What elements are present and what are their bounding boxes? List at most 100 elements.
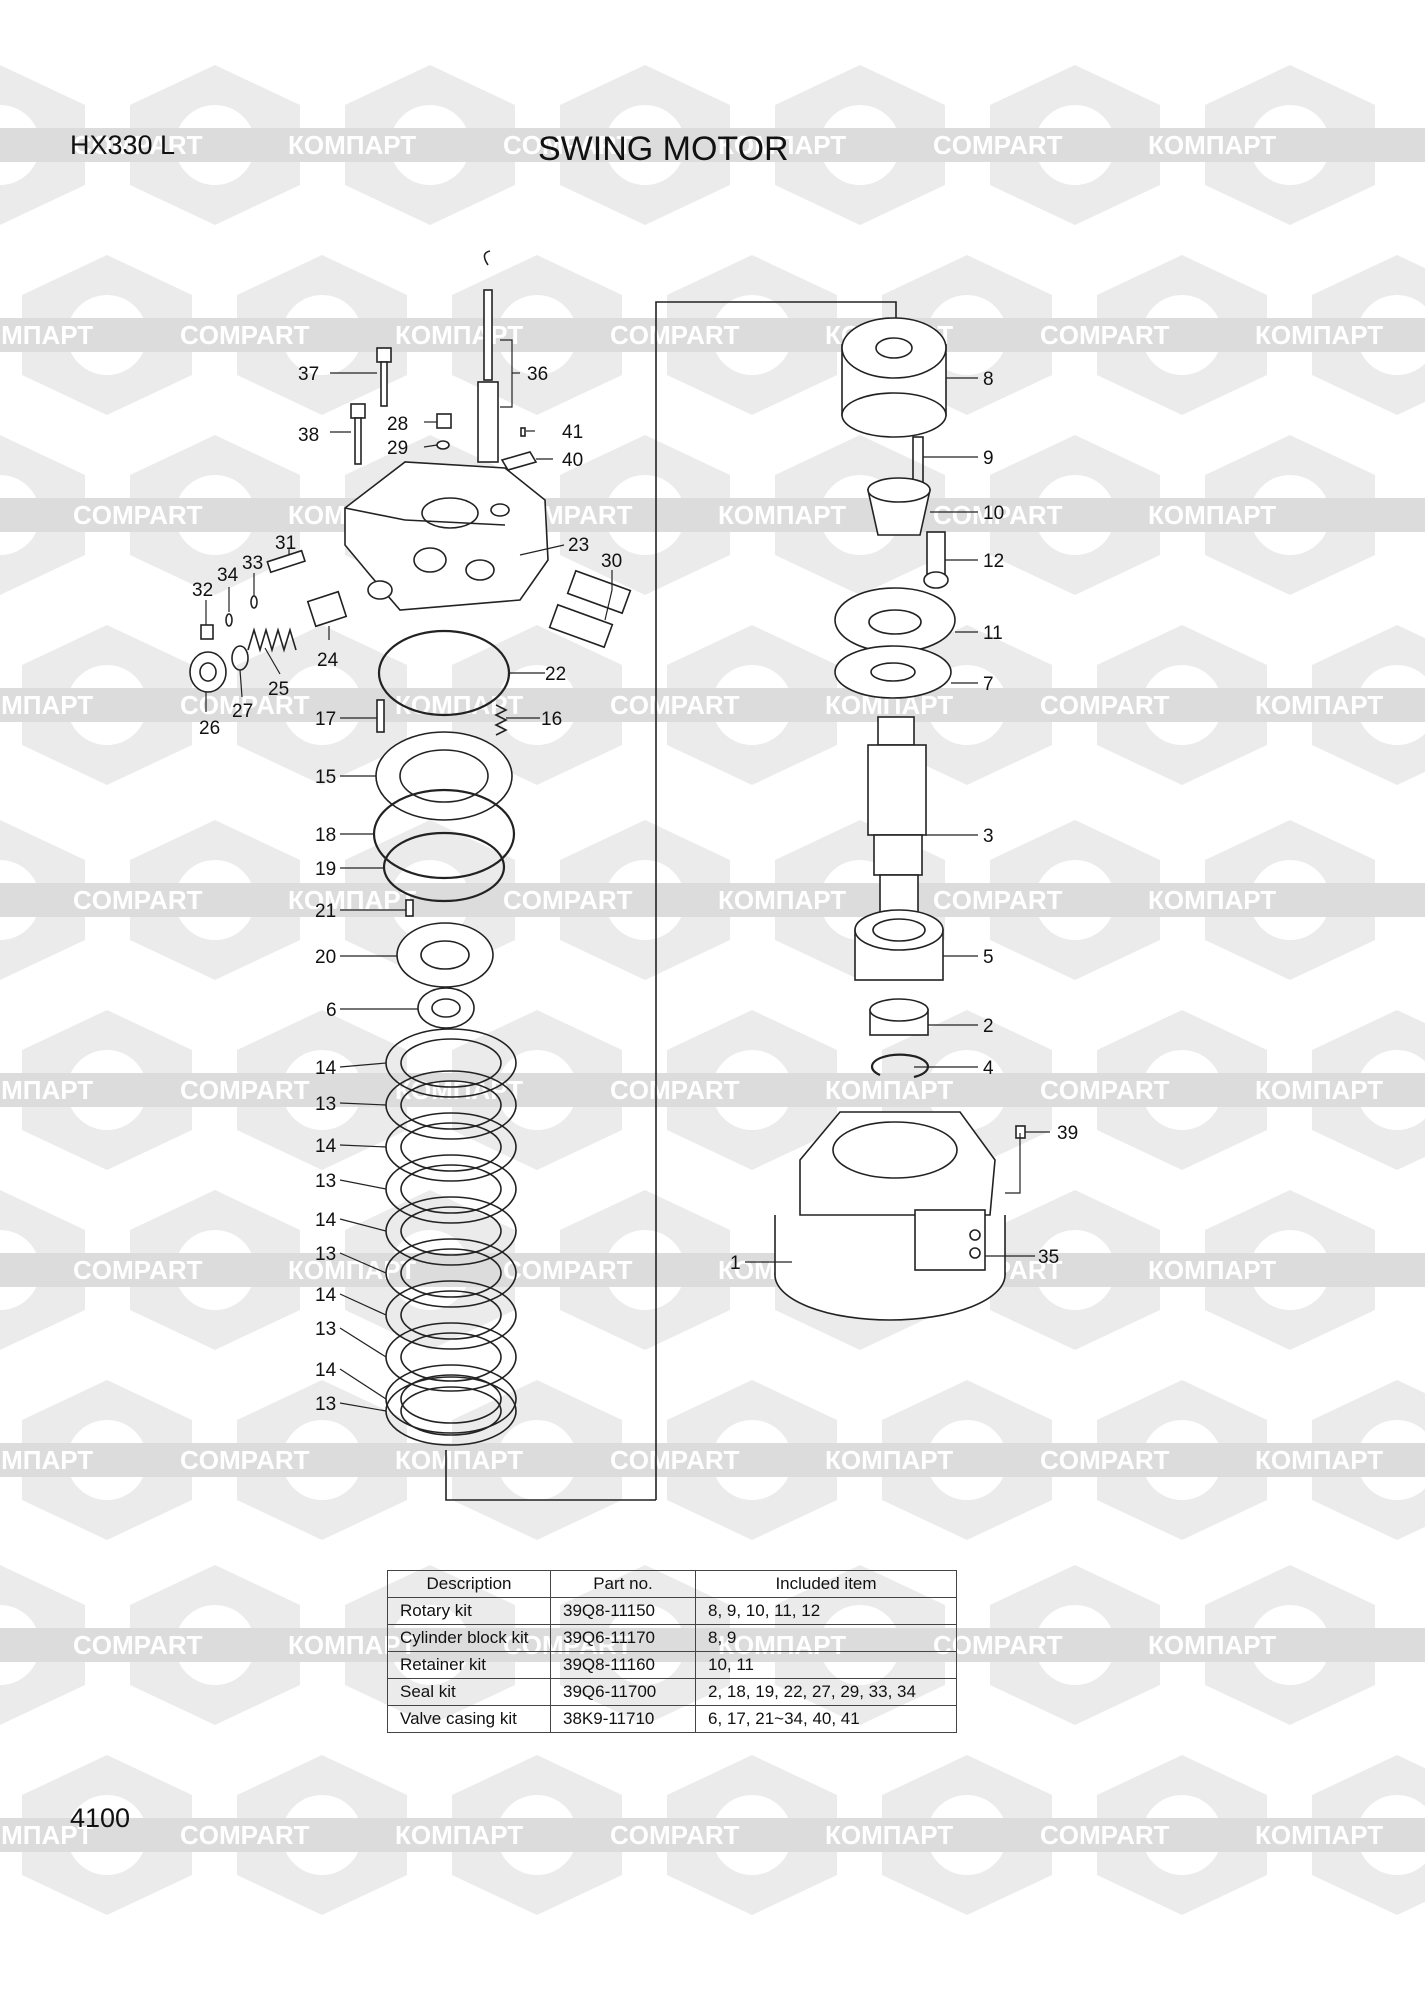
callout-33: 33 [242, 553, 263, 574]
callout-21: 21 [315, 901, 336, 922]
watermark-text: COMPART [180, 1075, 310, 1105]
callout-1: 1 [730, 1253, 741, 1274]
sleeve-24 [306, 590, 348, 628]
watermark-text: КОМПАРТ [1148, 1255, 1276, 1285]
callout-22: 22 [545, 664, 566, 685]
watermark-text: COMPART [1040, 1820, 1170, 1850]
kit-part-no: 38K9-11710 [550, 1705, 696, 1733]
kit-part-no: 39Q6-11700 [550, 1678, 696, 1706]
watermark-text: КОМПАРТ [1255, 1445, 1383, 1475]
bolt-38 [350, 403, 366, 465]
callout-9: 9 [983, 448, 994, 469]
callout-4: 4 [983, 1058, 994, 1079]
header-description: Description [387, 1570, 551, 1598]
callout-40: 40 [562, 450, 583, 471]
callout-27: 27 [232, 701, 253, 722]
bolt-37 [376, 347, 392, 407]
callout-8: 8 [983, 369, 994, 390]
watermark-text: COMPART [933, 130, 1063, 160]
kit-description: Retainer kit [387, 1651, 551, 1679]
watermark-text: COMPART [73, 1630, 203, 1660]
kit-table: Description Part no. Included item Rotar… [387, 1570, 957, 1733]
callout-34: 34 [217, 565, 239, 586]
model-code: HX330 L [70, 130, 176, 160]
watermark-text: COMPART [1040, 1075, 1170, 1105]
collar-2 [869, 998, 929, 1036]
watermark-text: COMPART [503, 1255, 633, 1285]
cylinder-block-8 [841, 317, 947, 438]
table-row: Valve casing kit 38K9-11710 6, 17, 21~34… [387, 1705, 957, 1733]
watermark-text: КОМПАРТ [825, 1445, 953, 1475]
plate-20 [396, 922, 494, 988]
watermark-text: COMPART [610, 690, 740, 720]
callout-41: 41 [562, 422, 583, 443]
watermark-text: КОМПАРТ [395, 1820, 523, 1850]
callout-10: 10 [983, 503, 1004, 524]
plate-40 [500, 451, 538, 471]
callout-26: 26 [199, 718, 220, 739]
watermark-text: КОМПАРТ [1148, 130, 1276, 160]
watermark-text: COMPART [610, 320, 740, 350]
swash-plate-7 [834, 645, 952, 699]
callout-29: 29 [387, 438, 408, 459]
callout-14: 14 [315, 1210, 337, 1231]
watermark-text: COMPART [180, 690, 310, 720]
callout-7: 7 [983, 674, 994, 695]
friction-plate-stack [385, 1028, 517, 1446]
cap-26 [189, 651, 227, 693]
callout-17: 17 [315, 709, 336, 730]
callout-16: 16 [541, 709, 562, 730]
table-row: Retainer kit 39Q8-11160 10, 11 [387, 1651, 957, 1679]
watermark-text: КОМПАРТ [1255, 1075, 1383, 1105]
pin-21 [405, 899, 414, 917]
valve-casing [344, 461, 549, 611]
bearing-6 [417, 987, 475, 1029]
watermark-text: КОМПАРТ [718, 500, 846, 530]
page-number: 4100 [70, 1803, 131, 1833]
callout-18: 18 [315, 825, 336, 846]
callout-14: 14 [315, 1136, 337, 1157]
watermark-text: COMPART [180, 320, 310, 350]
watermark-text: КОМПАРТ [0, 1820, 93, 1850]
watermark-text: КОМПАРТ [0, 690, 93, 720]
callout-31: 31 [275, 533, 296, 554]
casing-1 [774, 1111, 1006, 1321]
watermark-text: КОМПАРТ [825, 1075, 953, 1105]
watermark-text: COMPART [73, 130, 203, 160]
pin-17 [376, 699, 385, 733]
kit-table-header-row: Description Part no. Included item [387, 1570, 957, 1598]
drive-shaft-3 [867, 716, 927, 916]
watermark-text: COMPART [73, 500, 203, 530]
watermark-text: КОМПАРТ [1255, 320, 1383, 350]
watermark-text: КОМПАРТ [0, 1445, 93, 1475]
table-row: Seal kit 39Q6-11700 2, 18, 19, 22, 27, 2… [387, 1678, 957, 1706]
callout-14: 14 [315, 1360, 337, 1381]
watermark-text: COMPART [933, 500, 1063, 530]
kit-description: Valve casing kit [387, 1705, 551, 1733]
watermark-text: COMPART [610, 1075, 740, 1105]
watermark-text: КОМПАРТ [1255, 1820, 1383, 1850]
callout-13: 13 [315, 1171, 336, 1192]
callout-11: 11 [983, 623, 1003, 644]
ball-guide-12 [923, 531, 949, 589]
kit-included-items: 6, 17, 21~34, 40, 41 [695, 1705, 957, 1733]
watermark-text: КОМПАРТ [825, 1820, 953, 1850]
watermark-text: COMPART [180, 1445, 310, 1475]
spring-25 [247, 627, 297, 653]
table-row: Cylinder block kit 39Q6-11170 8, 9 [387, 1624, 957, 1652]
callout-5: 5 [983, 947, 994, 968]
bearing-5 [854, 909, 944, 981]
watermark-text: КОМПАРТ [1148, 1630, 1276, 1660]
header-included-item: Included item [695, 1570, 957, 1598]
watermark-text: COMPART [180, 1820, 310, 1850]
oring-33 [250, 595, 258, 609]
watermark-text: КОМПАРТ [718, 885, 846, 915]
callout-28: 28 [387, 414, 408, 435]
watermark-text: COMPART [73, 885, 203, 915]
watermark-text: КОМПАРТ [718, 130, 846, 160]
plug-31 [266, 549, 306, 574]
callout-15: 15 [315, 767, 336, 788]
watermark-text: КОМПАРТ [0, 1075, 93, 1105]
watermark-text: COMPART [610, 1445, 740, 1475]
